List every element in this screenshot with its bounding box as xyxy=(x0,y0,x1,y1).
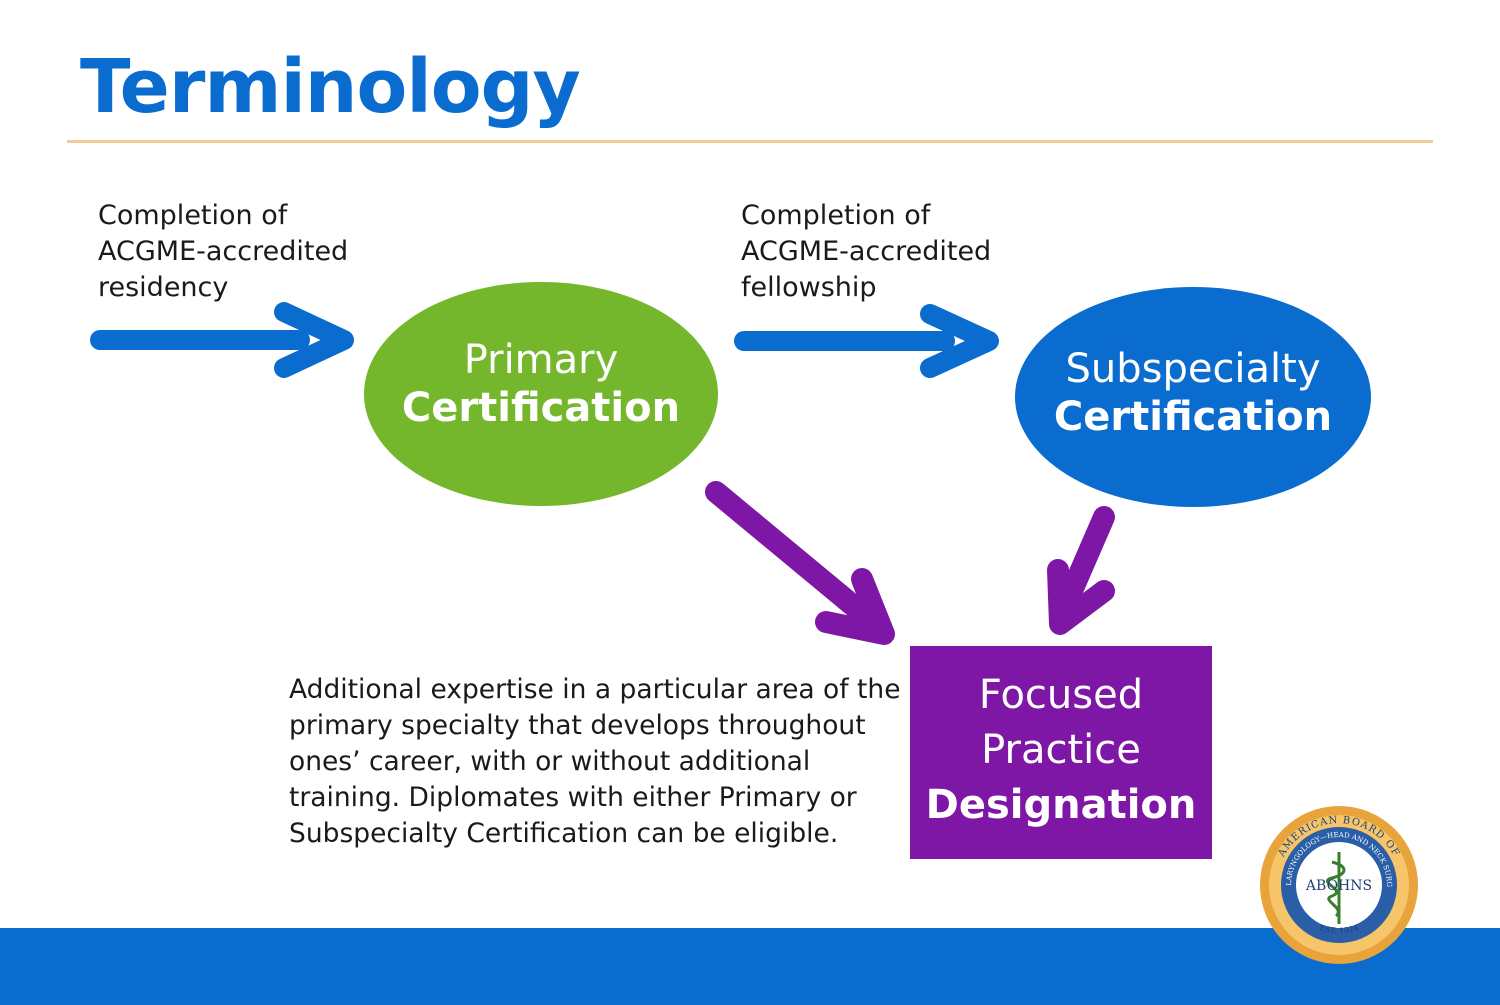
page-title: Terminology xyxy=(80,44,581,130)
subspecialty-certification-label: Subspecialty Certification xyxy=(1015,345,1371,441)
focused-line1: Focused xyxy=(978,672,1144,718)
title-divider xyxy=(67,140,1433,143)
svg-text:EST. 1924: EST. 1924 xyxy=(1318,923,1359,935)
primary-certification-label: Primary Certification xyxy=(364,336,718,432)
seal-est: EST. 1924 xyxy=(1318,923,1359,935)
footer-bar xyxy=(0,928,1500,1005)
focused-practice-designation-label: Focused Practice Designation xyxy=(910,668,1212,834)
fellowship-caption: Completion of ACGME-accredited fellowshi… xyxy=(741,200,992,303)
residency-caption: Completion of ACGME-accredited residency xyxy=(98,200,349,303)
primary-to-focused-arrow xyxy=(705,481,895,645)
primary-line1: Primary xyxy=(463,337,619,383)
primary-certification-node xyxy=(364,282,718,506)
focused-line2: Practice xyxy=(981,727,1141,774)
residency-arrow xyxy=(90,302,354,378)
focused-line3: Designation xyxy=(925,782,1197,829)
subspecialty-line2: Certification xyxy=(1053,394,1333,440)
subspecialty-line1: Subspecialty xyxy=(1065,346,1321,392)
fellowship-arrow xyxy=(734,304,999,378)
seal-center: ABOHNS xyxy=(1305,878,1372,894)
subspecialty-certification-node xyxy=(1015,287,1371,507)
focused-practice-explanation: Additional expertise in a particular are… xyxy=(289,674,901,849)
subspecialty-to-focused-arrow xyxy=(1047,506,1115,635)
focused-practice-designation-node xyxy=(910,646,1212,859)
abohns-seal-logo: AMERICAN BOARD OF OTOLARYNGOLOGY—HEAD AN… xyxy=(1258,804,1418,964)
primary-line2: Certification xyxy=(401,385,681,431)
